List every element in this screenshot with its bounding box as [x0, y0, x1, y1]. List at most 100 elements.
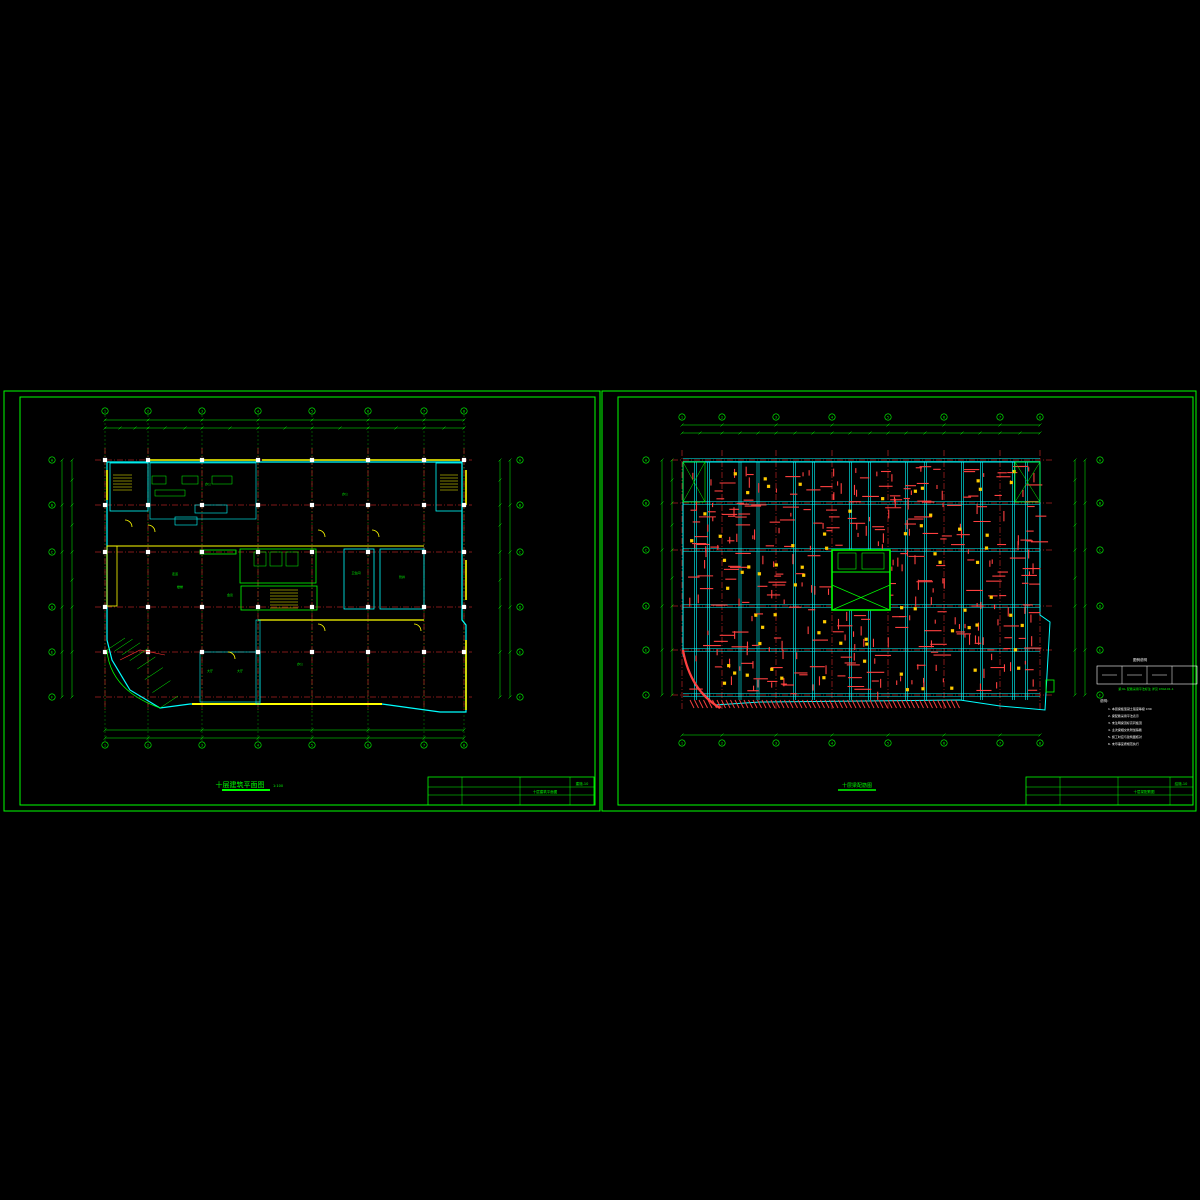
sheet-outer-border — [3, 390, 601, 812]
axis-bubble-top — [884, 413, 892, 421]
room-label: 办公 — [205, 481, 211, 486]
axis-bubble-left — [48, 456, 56, 464]
axis-bubble-bottom — [772, 739, 780, 747]
edge-hatch — [896, 699, 902, 709]
dimension-column-right-2-tick — [498, 650, 502, 654]
axis-bubble-top-label: 6 — [367, 409, 369, 413]
furniture — [181, 475, 199, 485]
axis-bubble-left-label: B — [51, 503, 53, 507]
room-label: 管井 — [399, 574, 405, 579]
dimension-row-top-1-tick — [998, 423, 1002, 427]
door-swing — [317, 529, 326, 538]
balcony-rail — [152, 680, 171, 693]
axis-bubble-left — [642, 546, 650, 554]
column — [102, 649, 108, 655]
axis-bubble-bottom-label: 2 — [147, 743, 149, 747]
furniture — [194, 504, 228, 514]
balcony-rail — [144, 667, 163, 680]
note-1: 1. 本层梁板混凝土强度等级 C30 — [1108, 706, 1152, 711]
dimension-column-right-1-tick — [1083, 501, 1087, 505]
edge-hatch — [703, 699, 708, 709]
dimension-row-top-2-tick — [680, 431, 684, 435]
stair-void-east — [1014, 461, 1041, 503]
column-mark — [938, 560, 942, 564]
axis-bubble-bottom-label: 4 — [831, 741, 833, 745]
edge-hatch — [892, 699, 897, 709]
title-block[interactable]: 十层梁配筋图 结施-10 — [1025, 776, 1194, 806]
axis-bubble-top — [101, 407, 109, 415]
dimension-row-top-2-tick — [228, 426, 232, 430]
dimension-row-top-2-tick — [978, 431, 982, 435]
column-mark — [913, 489, 918, 493]
axis-bubble-bottom — [198, 741, 206, 749]
dimension-column-left-2-tick — [70, 650, 74, 654]
dimension-column-left-1-tick — [660, 693, 664, 697]
column-mark — [740, 570, 744, 574]
column — [199, 604, 205, 610]
edge-hatch — [779, 699, 785, 709]
column — [365, 549, 371, 555]
axis-bubble-bottom — [364, 741, 372, 749]
axis-bubble-top — [198, 407, 206, 415]
column-mark — [985, 533, 989, 537]
column — [365, 457, 371, 463]
column-mark — [758, 641, 762, 646]
general-notes: 说明： 1. 本层梁板混凝土强度等级 C30 2. 梁配筋采用平法表示 3. 未… — [1100, 698, 1152, 746]
column — [309, 604, 315, 610]
column-mark — [899, 672, 903, 676]
axis-bubble-top-label: 8 — [1039, 415, 1041, 419]
column-mark — [747, 565, 751, 569]
axis-bubble-right-label: B — [1099, 501, 1101, 505]
edge-hatch — [725, 699, 731, 709]
column-mark — [733, 472, 737, 476]
edge-hatch — [811, 699, 816, 709]
axis-bubble-bottom-label: 5 — [311, 743, 313, 747]
column — [145, 549, 151, 555]
dimension-column-right-2-tick — [498, 458, 502, 462]
axis-bubble-top — [308, 407, 316, 415]
elevator-shaft — [837, 552, 857, 570]
balcony-rail — [114, 638, 133, 652]
axis-bubble-right-label: C — [519, 550, 522, 554]
edge-hatch — [743, 699, 749, 709]
dimension-row-bottom-1-tick — [942, 733, 946, 737]
dimension-row-top-2-tick — [756, 431, 760, 435]
column-mark — [933, 552, 937, 556]
dimension-column-left-1-tick — [660, 458, 664, 462]
edge-hatch — [716, 699, 722, 709]
axis-bubble-top-label: 2 — [721, 415, 723, 419]
column — [461, 604, 467, 610]
column — [309, 549, 315, 555]
column — [255, 502, 261, 508]
axis-bubble-left — [642, 646, 650, 654]
column-mark — [880, 497, 885, 501]
dimension-column-left-1-tick — [660, 548, 664, 552]
column-mark — [763, 477, 767, 481]
edge-hatch — [865, 699, 870, 709]
column — [309, 649, 315, 655]
dimension-row-bottom-1-tick — [886, 733, 890, 737]
dimension-row-top-1-tick — [774, 423, 778, 427]
axis-bubble-bottom — [718, 739, 726, 747]
dimension-column-right-2-tick — [1073, 604, 1077, 608]
column — [309, 457, 315, 463]
furniture — [151, 475, 167, 485]
dimension-column-right-2-tick — [498, 550, 502, 554]
dimension-row-top-1-tick — [942, 423, 946, 427]
balcony-rail — [137, 656, 156, 670]
dimension-row-bottom-2-tick — [462, 728, 466, 732]
column — [102, 502, 108, 508]
column-mark — [975, 623, 979, 627]
axis-bubble-bottom — [460, 741, 468, 749]
axis-bubble-bottom-label: 6 — [943, 741, 945, 745]
title-block[interactable]: 十层建筑平面图 建施-10 — [427, 776, 595, 806]
column-mark — [793, 583, 798, 587]
axis-bubble-bottom — [884, 739, 892, 747]
dimension-column-right-2-tick — [498, 695, 502, 699]
dimension-column-right-1-tick — [508, 605, 512, 609]
axis-bubble-right — [516, 456, 524, 464]
door-swing — [147, 524, 156, 533]
column — [421, 457, 427, 463]
